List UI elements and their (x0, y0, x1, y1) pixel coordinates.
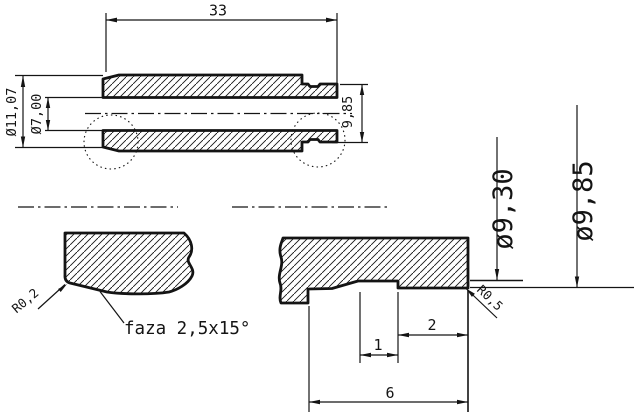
arrowhead (58, 284, 67, 292)
right-detail-view: 1 2 6 R0,5 (232, 206, 506, 412)
arrowhead (326, 17, 337, 23)
label-groove-radius-text: R0,5 (474, 282, 506, 314)
arrowhead (360, 352, 371, 358)
dim-end-section-length: 6 (309, 384, 468, 405)
dim-outer-diameter: Ø11,07 (4, 74, 103, 149)
dim-end-land-length-text: 2 (427, 316, 436, 334)
dim-bore-diameter-text: Ø7,00 (29, 94, 45, 135)
arrowhead (20, 136, 26, 148)
arrowhead (466, 288, 475, 297)
left-detail-section (63, 231, 195, 296)
dim-groove-width: 1 (360, 336, 398, 358)
dim-outer-diameter-text: Ø11,07 (4, 88, 20, 137)
label-corner-radius: R0,2 (9, 284, 67, 316)
label-chamfer-text: faza 2,5x15° (124, 319, 250, 339)
arrowhead (45, 97, 51, 108)
detail-circle-right-end (290, 112, 346, 168)
right-detail-section (277, 236, 470, 305)
arrowhead (20, 75, 26, 87)
label-corner-radius-text: R0,2 (9, 285, 42, 316)
arrowhead (457, 332, 468, 338)
dim-groove-diameter-text: ø9,30 (488, 168, 519, 249)
arrowhead (398, 332, 409, 338)
label-chamfer: faza 2,5x15° (99, 291, 250, 339)
dim-groove-diameter: ø9,30 (470, 137, 523, 282)
left-detail-view: R0,2 faza 2,5x15° (9, 206, 250, 339)
detail-circle-left-end (83, 114, 139, 170)
dim-end-diameter-text: ø9,85 (568, 160, 599, 241)
arrowhead (359, 132, 365, 143)
right-side-diameter-dims: ø9,30 ø9,85 (470, 105, 634, 289)
dim-end-land-length: 2 (398, 316, 468, 338)
main-lower-wall-section (101, 129, 339, 153)
dim-end-outer-height-text: 9,85 (340, 96, 356, 129)
arrowhead (45, 120, 51, 131)
arrowhead (359, 84, 365, 95)
arrowhead (494, 269, 500, 280)
dim-end-outer-height: 9,85 (332, 83, 368, 144)
dim-end-section-length-text: 6 (385, 384, 394, 402)
main-upper-wall-section (101, 73, 339, 99)
dim-bore-diameter: Ø7,00 (29, 94, 103, 135)
dim-end-diameter: ø9,85 (470, 105, 634, 289)
dim-overall-length: 33 (105, 2, 338, 83)
arrowhead (387, 352, 398, 358)
dim-groove-width-text: 1 (373, 336, 382, 354)
main-section-view: 33 Ø11,07 Ø7,00 9,85 (4, 2, 368, 170)
arrowhead (309, 399, 320, 405)
arrowhead (574, 276, 580, 288)
arrowhead (106, 17, 117, 23)
arrowhead (457, 399, 468, 405)
dim-overall-length-text: 33 (209, 2, 227, 20)
